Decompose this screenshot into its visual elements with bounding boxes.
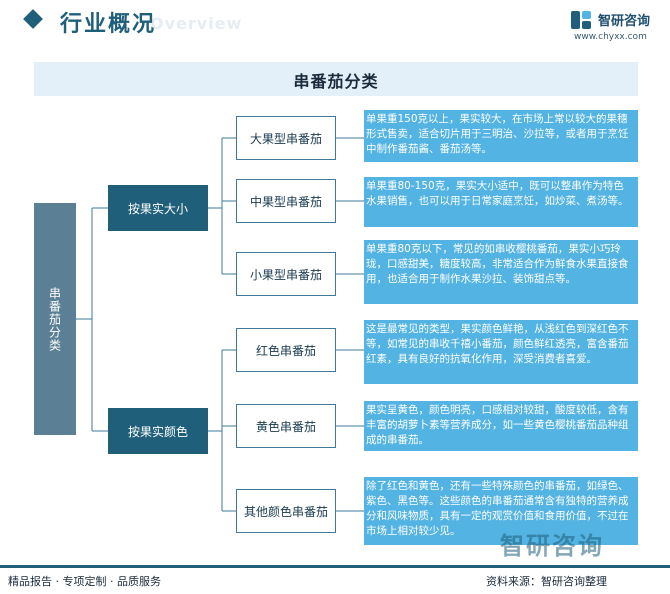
category-label: 其他颜色串番茄 <box>243 504 328 519</box>
footer-source: 资料来源：智研咨询整理 <box>486 575 607 588</box>
description-red: 这是最常见的类型，果实颜色鲜艳，从浅红色到深红色不等，如常见的串收千禧小番茄，颜… <box>364 320 638 384</box>
branch-node-color: 按果实颜色 <box>108 408 208 454</box>
category-node-large: 大果型串番茄 <box>236 116 336 160</box>
category-node-small: 小果型串番茄 <box>236 252 336 296</box>
header-watermark: Overview <box>150 14 243 33</box>
description-large: 单果重150克以上，果实较大，在市场上常以较大的果穗形式售卖，适合切片用于三明治… <box>364 110 638 162</box>
logo-url: www.chyxx.com <box>574 32 647 42</box>
page-header: Overview 行业概况 智研咨询 www.chyxx.com <box>0 0 670 48</box>
category-node-medium: 中果型串番茄 <box>236 179 336 223</box>
description-small: 单果重80克以下，常见的如串收樱桃番茄，果实小巧玲珑，口感甜美，糖度较高，非常适… <box>364 240 638 304</box>
branch-label: 按果实颜色 <box>127 424 188 439</box>
branch-node-size: 按果实大小 <box>108 185 208 231</box>
logo-name: 智研咨询 <box>598 14 651 29</box>
category-label: 大果型串番茄 <box>249 131 322 146</box>
diagram-title: 串番茄分类 <box>293 72 379 91</box>
footer-divider <box>0 565 670 568</box>
category-node-other: 其他颜色串番茄 <box>236 489 336 533</box>
description-yellow: 果实呈黄色，颜色明亮，口感相对较甜，酸度较低，含有丰富的胡萝卜素等营养成分，如一… <box>364 401 638 451</box>
page-title: 行业概况 <box>60 12 157 37</box>
category-label: 黄色串番茄 <box>255 419 316 434</box>
category-label: 中果型串番茄 <box>249 194 322 209</box>
category-label: 小果型串番茄 <box>249 267 322 282</box>
footer-slogan: 精品报告 · 专项定制 · 品质服务 <box>8 575 161 588</box>
root-node: 串番茄分类 <box>34 203 76 435</box>
description-medium: 单果重80-150克，果实大小适中，既可以整串作为特色水果销售，也可以用于日常家… <box>364 177 638 227</box>
description-other: 除了红色和黄色，还有一些特殊颜色的串番茄，如绿色、紫色、黑色等。这些颜色的串番茄… <box>364 477 638 545</box>
root-label: 串番茄分类 <box>47 286 62 352</box>
branch-label: 按果实大小 <box>127 201 188 216</box>
category-label: 红色串番茄 <box>255 343 316 358</box>
category-node-yellow: 黄色串番茄 <box>236 404 336 448</box>
diagram-title-band: 串番茄分类 <box>34 62 638 96</box>
footer-watermark: 智研咨询 <box>500 532 604 560</box>
logo-icon <box>571 11 591 29</box>
category-node-red: 红色串番茄 <box>236 328 336 372</box>
